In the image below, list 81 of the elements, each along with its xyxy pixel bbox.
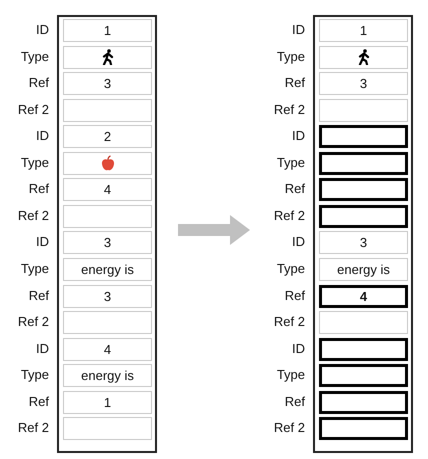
highlighted-field — [319, 125, 408, 148]
value-field — [319, 311, 408, 334]
field-name: Ref — [28, 288, 49, 302]
highlighted-field — [319, 390, 408, 414]
field-value: 3 — [360, 76, 368, 92]
field-value: 1 — [104, 23, 112, 38]
field-value: 4 — [360, 288, 368, 304]
field-name: ID — [291, 234, 305, 250]
record-column — [57, 15, 157, 453]
value-field — [63, 390, 152, 414]
field-value: 2 — [104, 129, 112, 144]
field-name: Type — [276, 154, 305, 170]
field-name: Ref — [28, 75, 49, 90]
field-value: energy is — [81, 368, 134, 384]
field-value: 1 — [104, 394, 112, 410]
value-field — [63, 98, 152, 122]
field-name: Type — [20, 367, 49, 382]
value-field — [319, 72, 408, 96]
field-name: ID — [35, 234, 49, 250]
value-field — [63, 311, 152, 334]
field-name: Ref — [28, 394, 49, 409]
highlighted-field — [319, 178, 408, 202]
field-name: Type — [20, 154, 49, 170]
value-field — [63, 417, 152, 440]
field-value: 3 — [360, 235, 368, 250]
field-name: Ref 2 — [272, 420, 305, 436]
field-value: 3 — [104, 235, 112, 250]
field-name: Ref 2 — [272, 314, 305, 330]
value-field — [63, 258, 152, 281]
highlighted-field — [319, 338, 408, 361]
value-field — [319, 231, 408, 254]
field-value: 1 — [360, 23, 368, 38]
value-field — [319, 46, 408, 69]
value-field — [63, 178, 152, 202]
value-field — [63, 152, 152, 175]
highlighted-field — [319, 417, 408, 440]
field-name: Ref — [28, 181, 49, 196]
field-name: Ref 2 — [272, 208, 305, 223]
field-name: Ref 2 — [16, 420, 49, 436]
field-value: 4 — [104, 342, 112, 357]
field-name: ID — [291, 340, 305, 356]
value-field — [63, 125, 152, 148]
record-column — [313, 15, 413, 453]
field-value: 3 — [104, 76, 112, 92]
value-field — [319, 98, 408, 122]
value-field — [319, 19, 408, 42]
field-value: 4 — [104, 182, 112, 198]
highlighted-field — [319, 204, 408, 228]
field-name: Type — [276, 367, 305, 382]
field-name: Ref 2 — [16, 314, 49, 330]
value-field — [63, 19, 152, 42]
value-field — [63, 231, 152, 254]
highlighted-field — [319, 364, 408, 388]
field-name: Type — [276, 48, 305, 64]
value-field — [319, 258, 408, 281]
field-name: Ref — [284, 181, 305, 196]
field-name: Ref 2 — [272, 102, 305, 117]
value-field — [63, 204, 152, 228]
value-field — [63, 72, 152, 96]
value-field — [63, 364, 152, 388]
field-value: energy is — [337, 262, 390, 277]
value-field — [63, 338, 152, 361]
field-name: Ref — [284, 288, 305, 302]
highlighted-field — [319, 284, 408, 308]
field-value: energy is — [81, 262, 134, 277]
field-name: ID — [35, 340, 49, 356]
field-name: Type — [20, 48, 49, 64]
field-name: Ref 2 — [16, 208, 49, 223]
field-name: Type — [20, 260, 49, 276]
field-name: ID — [35, 128, 49, 144]
value-field — [63, 46, 152, 69]
highlighted-field — [319, 152, 408, 175]
field-name: ID — [35, 22, 49, 37]
field-value: 3 — [104, 288, 112, 304]
value-field — [63, 284, 152, 308]
field-name: Type — [276, 260, 305, 276]
field-name: Ref — [284, 75, 305, 90]
field-name: Ref — [284, 394, 305, 409]
field-name: Ref 2 — [16, 102, 49, 117]
field-name: ID — [291, 128, 305, 144]
field-name: ID — [291, 22, 305, 37]
